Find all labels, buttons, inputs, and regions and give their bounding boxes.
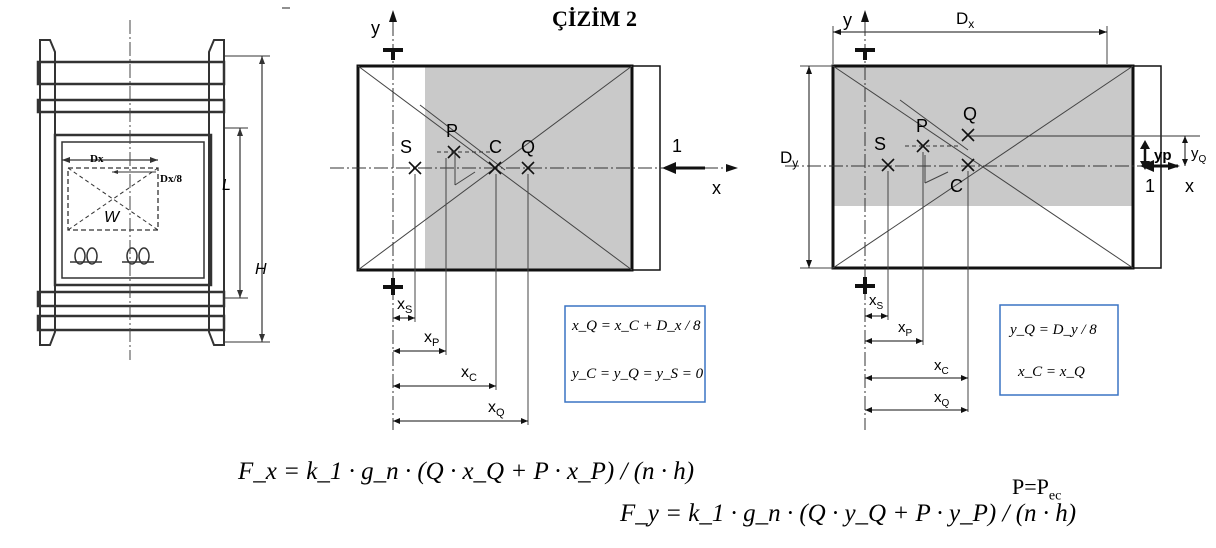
left-dx-label: Dx xyxy=(90,153,104,165)
right-dim-xq: xQ xyxy=(934,389,950,409)
middle-point-s: S xyxy=(400,137,412,157)
left-w-label: W xyxy=(104,209,121,226)
middle-arrow-label: 1 xyxy=(672,136,682,156)
car-inner xyxy=(61,141,205,279)
right-formula-line2: x_C = x_Q xyxy=(1018,364,1085,381)
right-arrow-label: 1 xyxy=(1145,176,1155,196)
right-formula-box xyxy=(999,304,1119,396)
right-axis-y: y xyxy=(843,10,852,30)
right-dx-label: Dx xyxy=(956,9,974,31)
right-rail xyxy=(208,39,225,346)
right-axis-x: x xyxy=(1185,176,1194,196)
right-formula-line1: y_Q = D_y / 8 xyxy=(1010,322,1097,339)
formula-fy: F_y = k_1 · g_n · (Q · y_Q + P · y_P) / … xyxy=(620,500,1076,528)
car-frame xyxy=(53,133,213,287)
left-rail xyxy=(39,39,56,346)
bottom-crosshead xyxy=(36,314,226,332)
right-dim-xc: xC xyxy=(934,357,949,377)
formula-fy-text: F_y = k_1 · g_n · (Q · y_Q + P · y_P) / … xyxy=(620,500,1077,527)
load-box xyxy=(67,167,159,231)
right-formula-line1-text: y_Q = D_y / 8 xyxy=(1010,322,1097,338)
right-point-c: C xyxy=(950,176,963,196)
right-dy-label: Dy xyxy=(780,148,798,170)
middle-formula-line1-text: x_Q = x_C + D_x / 8 xyxy=(572,318,701,334)
left-h-label: H xyxy=(255,261,267,278)
right-point-q: Q xyxy=(963,104,977,124)
right-dim-xp: xP xyxy=(898,319,913,339)
lower-beam xyxy=(36,290,226,308)
top-crosshead xyxy=(36,60,226,86)
middle-formula-line1: x_Q = x_C + D_x / 8 xyxy=(572,318,701,335)
middle-dim-xq: xQ xyxy=(488,399,505,419)
left-dx8-label: Dx/8 xyxy=(160,173,183,185)
middle-axis-x: x xyxy=(712,178,721,198)
p-eq-sub: ec xyxy=(1048,488,1062,504)
middle-point-c: C xyxy=(489,137,502,157)
right-point-p: P xyxy=(916,116,928,136)
middle-formula-line2: y_C = y_Q = y_S = 0 xyxy=(572,366,703,383)
middle-dim-xs: xS xyxy=(397,296,412,316)
right-yp-label: yp xyxy=(1154,147,1172,164)
middle-axis-y: y xyxy=(371,18,380,38)
left-elevator-figure: Dx Dx/8 W L H xyxy=(36,7,290,360)
right-dim-xs: xS xyxy=(869,292,884,312)
formula-fx-text: F_x = k_1 · g_n · (Q · x_Q + P · x_P) / … xyxy=(238,458,695,485)
right-formula-line2-text: x_C = x_Q xyxy=(1018,364,1085,380)
left-l-label: L xyxy=(222,177,231,194)
drawing-title: ÇİZİM 2 xyxy=(552,6,637,31)
middle-dim-xc: xC xyxy=(461,364,477,384)
formula-fx: F_x = k_1 · g_n · (Q · x_Q + P · x_P) / … xyxy=(238,458,694,486)
upper-beam xyxy=(36,98,226,114)
right-point-s: S xyxy=(874,134,886,154)
buffer-symbols xyxy=(70,247,154,265)
middle-formula-line2-text: y_C = y_Q = y_S = 0 xyxy=(572,366,704,382)
middle-point-p: P xyxy=(446,121,458,141)
right-yq-label: yQ xyxy=(1191,145,1207,165)
middle-dim-xp: xP xyxy=(424,329,439,349)
middle-point-q: Q xyxy=(521,137,535,157)
middle-formula-box xyxy=(564,305,706,403)
p-equals-pec: P=Pec xyxy=(1012,474,1061,504)
p-eq-text: P=P xyxy=(1012,474,1049,499)
